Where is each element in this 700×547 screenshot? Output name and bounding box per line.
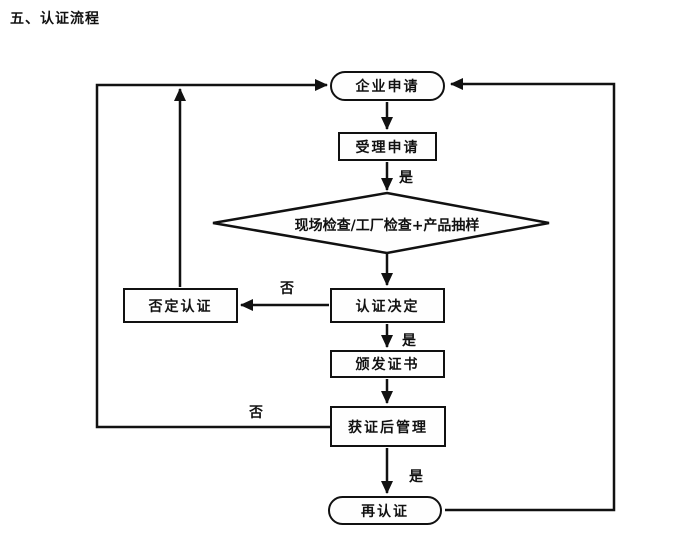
edge-label-accept-yes: 是 xyxy=(399,170,413,186)
node-enterprise-application: 企业申请 xyxy=(330,71,445,101)
node-post-certification-management: 获证后管理 xyxy=(330,406,446,447)
edge-label-post-yes: 是 xyxy=(409,469,423,485)
node-accept-application: 受理申请 xyxy=(338,132,437,161)
node-issue-certificate: 颁发证书 xyxy=(330,350,445,378)
page-title: 五、认证流程 xyxy=(10,11,100,27)
node-certification-decision: 认证决定 xyxy=(330,288,445,323)
edge-label-post-no: 否 xyxy=(249,405,263,421)
loop-recert-to-start xyxy=(445,78,616,512)
node-re-certification: 再认证 xyxy=(328,496,442,525)
loop-post-to-start xyxy=(95,79,330,429)
diamond-inspection-shape xyxy=(212,191,550,255)
edge-label-decision-yes: 是 xyxy=(402,333,416,349)
node-inspection-sampling-label: 现场检查/工厂检查+产品抽样 xyxy=(294,218,480,234)
edge-label-decision-no: 否 xyxy=(280,281,294,297)
node-deny-certification: 否定认证 xyxy=(123,288,238,323)
